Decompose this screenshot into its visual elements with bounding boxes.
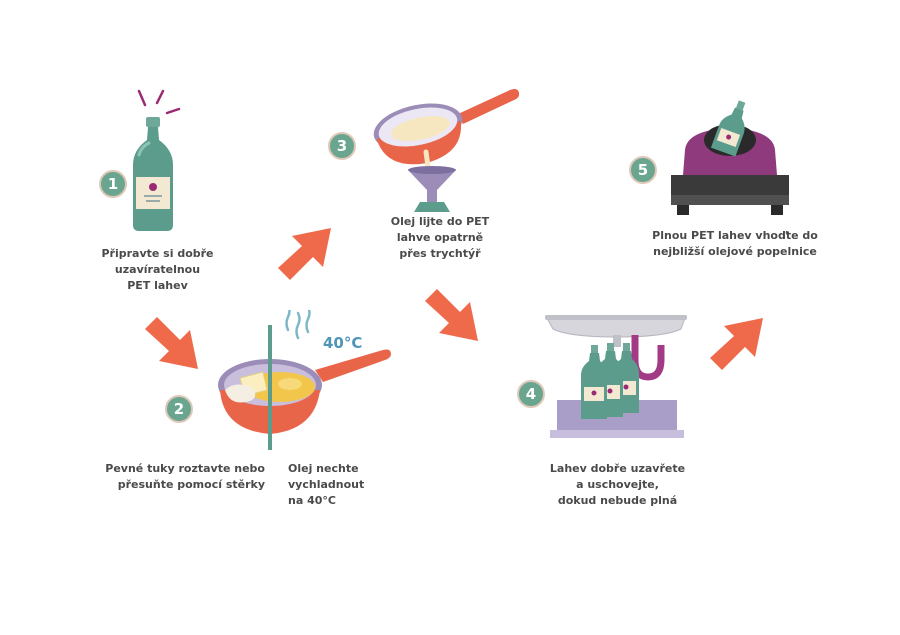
- step2-number: 2: [174, 400, 184, 418]
- step5-bin-illustration: [671, 100, 789, 215]
- step3-caption-line: lahve opatrně: [396, 231, 484, 244]
- step5-caption-line: Plnou PET lahev vhoďte do: [652, 229, 818, 242]
- step3-caption-line: přes trychtýř: [399, 247, 481, 260]
- step3-number: 3: [337, 137, 347, 155]
- step5-caption: Plnou PET lahev vhoďte do nejbližší olej…: [640, 228, 830, 260]
- step4-sink-illustration: [545, 315, 687, 438]
- step3-number-badge: 3: [328, 132, 356, 160]
- step3-caption: Olej lijte do PET lahve opatrně přes try…: [380, 214, 500, 262]
- step3-pour-illustration: [373, 89, 520, 212]
- step2-number-badge: 2: [165, 395, 193, 423]
- step2-temperature-label: 40°C: [323, 334, 362, 352]
- step5-caption-line: nejbližší olejové popelnice: [653, 245, 817, 258]
- step1-caption-line: Připravte si dobře: [101, 247, 214, 260]
- step2-caption-line: Pevné tuky roztavte nebo: [105, 462, 265, 475]
- step2-pan-illustration: 40°C: [218, 310, 391, 450]
- step4-caption-line: Lahev dobře uzavřete: [549, 462, 686, 475]
- step1-caption-line: uzavíratelnou: [114, 263, 201, 276]
- arrow-4-to-5: [710, 318, 763, 370]
- step3-caption-line: Olej lijte do PET: [390, 215, 490, 228]
- step4-bottle-group: [581, 343, 639, 419]
- step2-cooling-caption: Olej nechte vychladnout na 40°C: [288, 461, 388, 509]
- arrow-3-to-4: [425, 289, 478, 341]
- step1-caption-line: PET lahev: [127, 279, 188, 292]
- step2-caption-line: přesuňte pomocí stěrky: [117, 478, 265, 491]
- step4-caption: Lahev dobře uzavřete a uschovejte, dokud…: [545, 461, 690, 509]
- step1-bottle-illustration: [133, 89, 181, 231]
- arrow-1-to-2: [145, 317, 198, 369]
- step4-number: 4: [526, 385, 536, 403]
- step2-caption: Pevné tuky roztavte nebo přesuňte pomocí…: [90, 461, 265, 493]
- arrow-2-to-3: [278, 228, 331, 280]
- step4-caption-line: a uschovejte,: [576, 478, 659, 491]
- step1-number: 1: [108, 175, 118, 193]
- step2-cooling-caption-line: na 40°C: [288, 494, 336, 507]
- step5-number: 5: [638, 161, 648, 179]
- step1-number-badge: 1: [99, 170, 127, 198]
- step5-number-badge: 5: [629, 156, 657, 184]
- step4-caption-line: dokud nebude plná: [557, 494, 678, 507]
- step2-cooling-caption-line: vychladnout: [288, 478, 365, 491]
- step4-number-badge: 4: [517, 380, 545, 408]
- step2-cooling-caption-line: Olej nechte: [288, 462, 359, 475]
- step1-caption: Připravte si dobře uzavíratelnou PET lah…: [100, 246, 215, 294]
